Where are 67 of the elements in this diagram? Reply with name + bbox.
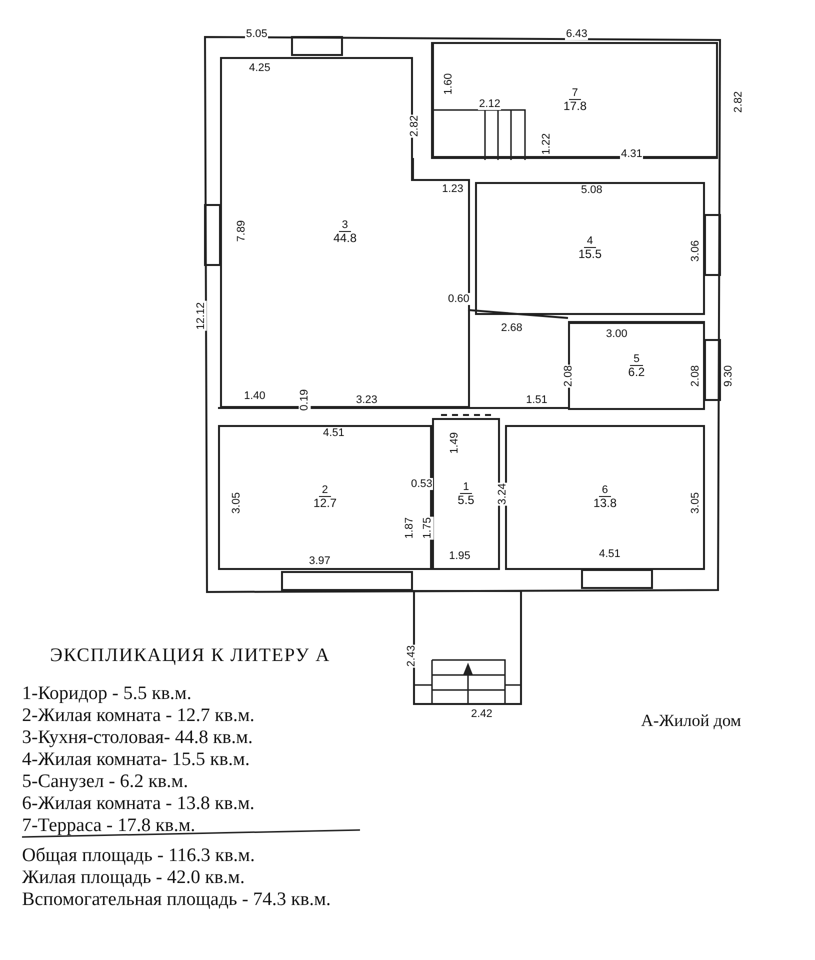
room-list-entry: 2-Жилая комната - 12.7 кв.м. — [22, 705, 254, 727]
dimension-label: 2.68 — [500, 322, 524, 334]
room-list-entry: 4-Жилая комната- 15.5 кв.м. — [22, 749, 250, 771]
dimension-label: 2.42 — [470, 708, 494, 720]
dimension-label: 5.08 — [580, 184, 604, 196]
dimension-label: 1.60 — [442, 72, 455, 96]
room-number: 5 — [630, 354, 643, 366]
room-list-entry: 7-Терраса - 17.8 кв.м. — [22, 815, 196, 837]
room-list-entry: 6-Жилая комната - 13.8 кв.м. — [22, 793, 254, 815]
dimension-label: 2.08 — [562, 364, 575, 388]
dimension-label: 4.31 — [620, 148, 644, 160]
dimension-label: 9.30 — [722, 364, 735, 388]
room-list-entry: 1-Коридор - 5.5 кв.м. — [22, 683, 192, 705]
dimension-label: 3.00 — [605, 328, 628, 340]
area-total: Жилая площадь - 42.0 кв.м. — [22, 867, 245, 889]
room-number: 2 — [318, 485, 332, 497]
dimension-label: 0.19 — [298, 388, 311, 412]
room-area: 13.8 — [593, 497, 617, 510]
dimension-label: 1.95 — [448, 550, 472, 562]
dimension-label: 3.23 — [355, 394, 378, 406]
porch — [413, 590, 522, 705]
room — [475, 182, 705, 315]
dimension-label: 4.51 — [322, 427, 346, 439]
dimension-label: 3.97 — [308, 555, 332, 567]
room — [218, 425, 432, 570]
dimension-label: 5.05 — [245, 28, 268, 40]
room-number: 7 — [568, 88, 582, 100]
room-area: 15.5 — [578, 248, 602, 261]
area-total: Общая площадь - 116.3 кв.м. — [22, 845, 255, 867]
dimension-label: 7.89 — [236, 219, 248, 243]
dimension-label: 1.49 — [448, 431, 461, 455]
dimension-label: 1.87 — [404, 516, 416, 540]
dimension-label: 4.51 — [598, 548, 622, 560]
room — [505, 425, 705, 570]
room-number: 6 — [598, 485, 612, 497]
dimension-label: 0.53 — [410, 478, 434, 490]
room-area: 44.8 — [333, 232, 357, 245]
dimension-label: 3.06 — [690, 239, 702, 263]
dimension-label: 2.82 — [408, 114, 421, 138]
room-number: 3 — [338, 220, 352, 232]
room-area: 6.2 — [628, 366, 645, 378]
room-number: 1 — [460, 482, 472, 494]
area-total: Вспомогательная площадь - 74.3 кв.м. — [22, 889, 331, 911]
dimension-label: 1.75 — [422, 516, 434, 540]
room — [432, 42, 718, 158]
dimension-label: 6.43 — [565, 28, 588, 40]
room-number: 4 — [584, 236, 596, 248]
dimension-label: 2.43 — [406, 644, 418, 668]
dimension-label: 12.12 — [194, 301, 207, 331]
dimension-label: 4.25 — [248, 62, 272, 74]
dimension-label: 3.05 — [230, 491, 243, 515]
room-area: 12.7 — [313, 497, 337, 510]
dimension-label: 1.51 — [525, 394, 548, 406]
dimension-label: 1.23 — [441, 183, 464, 195]
room-list-entry: 3-Кухня-столовая- 44.8 кв.м. — [22, 727, 253, 749]
dimension-label: 2.08 — [690, 364, 702, 388]
room-area: 17.8 — [563, 100, 587, 112]
dimension-label: 2.82 — [732, 90, 745, 114]
dimension-label: 3.24 — [496, 482, 509, 506]
dimension-label: 1.40 — [243, 390, 266, 402]
room-list-entry: 5-Санузел - 6.2 кв.м. — [22, 771, 188, 793]
building-note: А-Жилой дом — [640, 712, 742, 730]
table-heading: ЭКСПЛИКАЦИЯ К ЛИТЕРУ А — [50, 645, 330, 667]
dimension-label: 0.60 — [447, 293, 470, 305]
dimension-label: 2.12 — [478, 98, 502, 110]
dimension-label: 3.05 — [690, 491, 702, 515]
room-area: 5.5 — [458, 494, 474, 506]
